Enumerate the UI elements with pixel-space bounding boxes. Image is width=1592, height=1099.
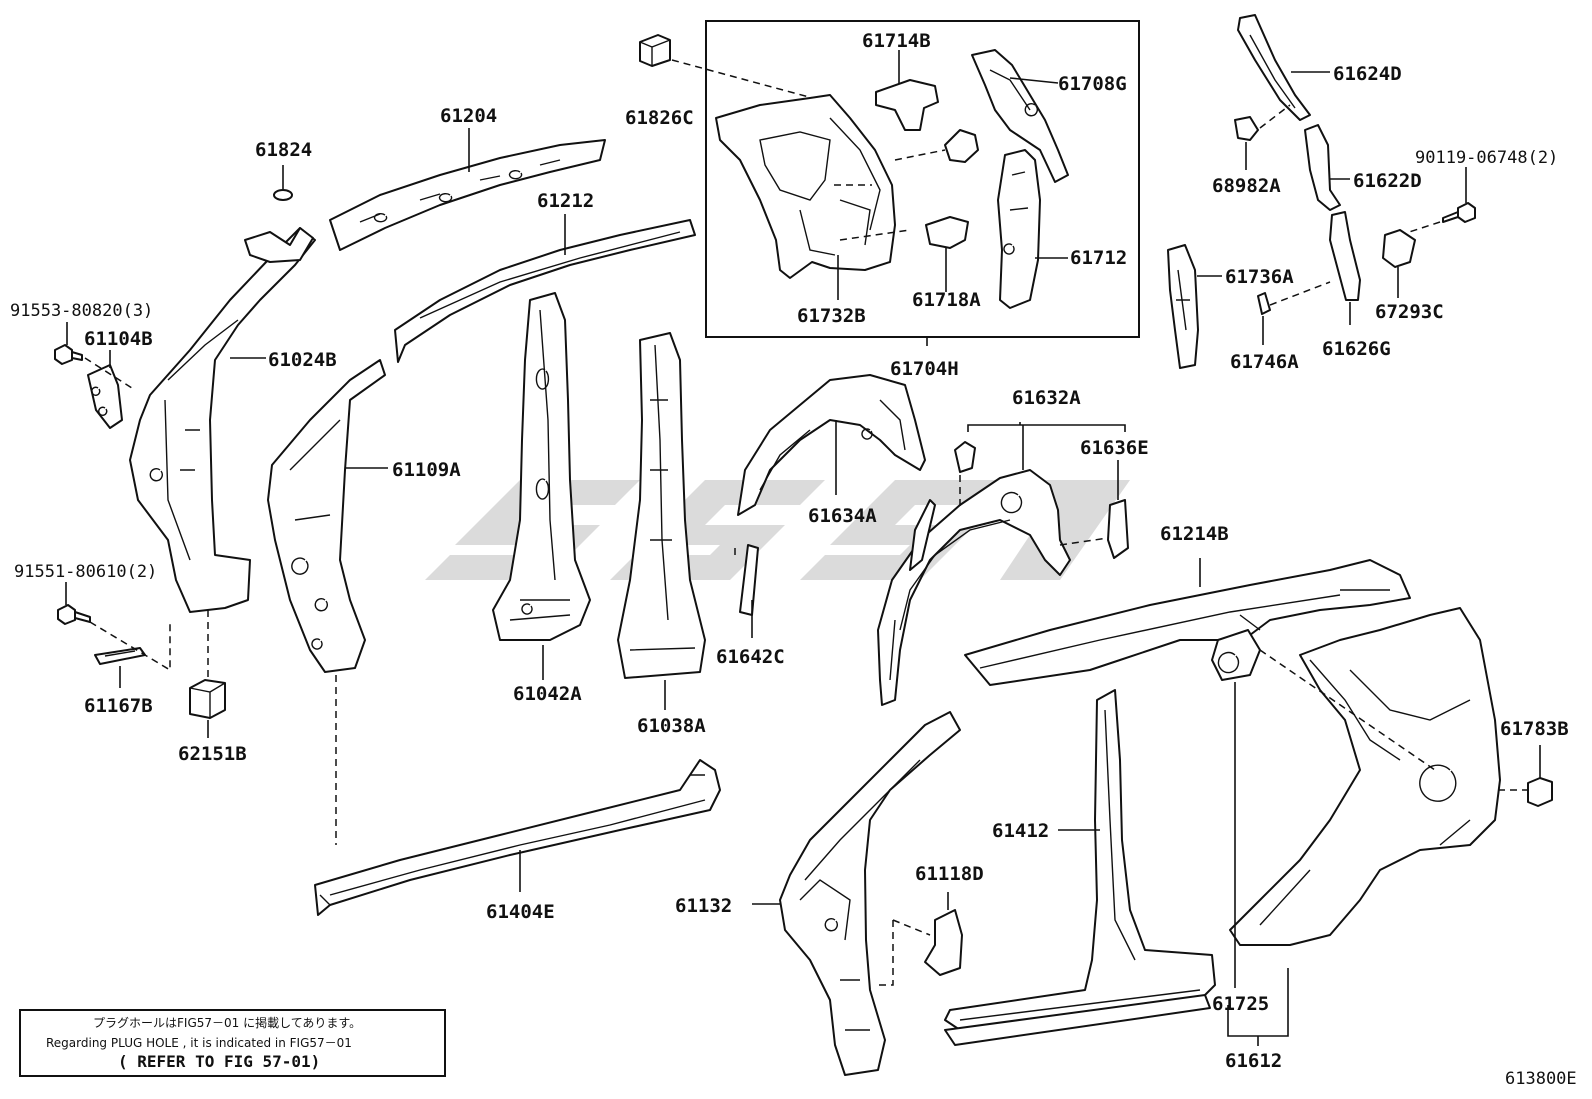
- label-61118d: 61118D: [915, 863, 984, 885]
- label-61704h: 61704H: [890, 358, 959, 380]
- part-61024b-top[interactable]: [244, 227, 314, 263]
- part-61626g[interactable]: [1329, 211, 1361, 301]
- label-61167b: 61167B: [84, 695, 153, 717]
- part-61632a[interactable]: [877, 469, 1071, 706]
- note-line-jp: プラグホールはFIG57－01 に掲載してあります。: [93, 1015, 361, 1030]
- part-61718a[interactable]: [925, 216, 969, 249]
- label-61783b: 61783B: [1500, 718, 1569, 740]
- part-61214b[interactable]: [964, 559, 1411, 686]
- label-61212: 61212: [537, 190, 594, 212]
- label-61736a: 61736A: [1225, 266, 1294, 288]
- label-91551-80610: 91551-80610(2): [14, 562, 157, 582]
- group-box-61704h: [705, 20, 1140, 338]
- label-61214b: 61214B: [1160, 523, 1229, 545]
- part-61632a-strip[interactable]: [909, 499, 936, 571]
- part-61167b[interactable]: [94, 647, 146, 665]
- note-refer: ( REFER TO FIG 57-01): [118, 1052, 320, 1071]
- part-61412[interactable]: [944, 689, 1216, 1031]
- part-61404e[interactable]: [314, 759, 721, 916]
- label-61412: 61412: [992, 820, 1049, 842]
- label-61725: 61725: [1212, 993, 1269, 1015]
- label-61042a: 61042A: [513, 683, 582, 705]
- part-61732b[interactable]: [715, 94, 896, 279]
- part-67293c[interactable]: [1382, 229, 1416, 268]
- label-61642c: 61642C: [716, 646, 785, 668]
- part-61714b[interactable]: [875, 79, 939, 131]
- part-68982a[interactable]: [1234, 116, 1259, 141]
- label-62151b: 62151B: [178, 743, 247, 765]
- label-61038a: 61038A: [637, 715, 706, 737]
- label-61714b: 61714B: [862, 30, 931, 52]
- part-61746a[interactable]: [1257, 292, 1271, 315]
- label-61626g: 61626G: [1322, 338, 1391, 360]
- part-61634a[interactable]: [737, 374, 926, 516]
- part-61212[interactable]: [394, 219, 696, 363]
- label-61824: 61824: [255, 139, 312, 161]
- part-61042a[interactable]: [492, 292, 591, 641]
- part-61622d[interactable]: [1304, 124, 1341, 211]
- part-61708g[interactable]: [971, 49, 1069, 183]
- label-61104b: 61104B: [84, 328, 153, 350]
- label-61718a: 61718A: [912, 289, 981, 311]
- label-61708g: 61708G: [1058, 73, 1127, 95]
- label-61712: 61712: [1070, 247, 1127, 269]
- label-61634a: 61634A: [808, 505, 877, 527]
- part-bracket-upper[interactable]: [944, 129, 979, 163]
- part-61132[interactable]: [779, 711, 961, 1076]
- part-61725[interactable]: [1211, 629, 1261, 681]
- label-91553-80820: 91553-80820(3): [10, 301, 153, 321]
- label-61132: 61132: [675, 895, 732, 917]
- part-61612[interactable]: [1229, 607, 1501, 946]
- label-67293c: 67293C: [1375, 301, 1444, 323]
- part-61412-sill[interactable]: [944, 994, 1211, 1046]
- label-61109a: 61109A: [392, 459, 461, 481]
- label-61624d: 61624D: [1333, 63, 1402, 85]
- label-61732b: 61732B: [797, 305, 866, 327]
- bolt-91551[interactable]: [57, 604, 91, 625]
- part-61104b[interactable]: [87, 364, 123, 429]
- part-61624d[interactable]: [1237, 14, 1311, 121]
- part-61118d[interactable]: [924, 909, 963, 976]
- label-68982a: 68982A: [1212, 175, 1281, 197]
- part-61636e[interactable]: [1107, 499, 1129, 559]
- bolt-90119[interactable]: [1442, 202, 1476, 223]
- label-90119-06748: 90119-06748(2): [1415, 148, 1558, 168]
- part-61783b[interactable]: [1527, 777, 1553, 807]
- label-61636e: 61636E: [1080, 437, 1149, 459]
- note-line-en: Regarding PLUG HOLE , it is indicated in…: [46, 1036, 352, 1050]
- label-61024b: 61024B: [268, 349, 337, 371]
- reference-note: プラグホールはFIG57－01 に掲載してあります。 Regarding PLU…: [19, 1009, 446, 1077]
- part-61824[interactable]: [273, 189, 293, 201]
- label-61826c: 61826C: [625, 107, 694, 129]
- label-61204: 61204: [440, 105, 497, 127]
- label-61612: 61612: [1225, 1050, 1282, 1072]
- label-61622d: 61622D: [1353, 170, 1422, 192]
- part-61712[interactable]: [997, 149, 1041, 309]
- part-61632a-clip[interactable]: [954, 441, 976, 473]
- bolt-91553[interactable]: [54, 344, 83, 365]
- diagram-id: 613800E: [1505, 1069, 1577, 1089]
- label-61404e: 61404E: [486, 901, 555, 923]
- part-61024b[interactable]: [129, 227, 316, 613]
- part-61204[interactable]: [329, 139, 606, 251]
- part-61826c[interactable]: [639, 34, 671, 67]
- part-labels: 61824 61204 61212 61826C 61714B 61708G 6…: [10, 30, 1569, 1072]
- label-61746a: 61746A: [1230, 351, 1299, 373]
- label-61632a: 61632A: [1012, 387, 1081, 409]
